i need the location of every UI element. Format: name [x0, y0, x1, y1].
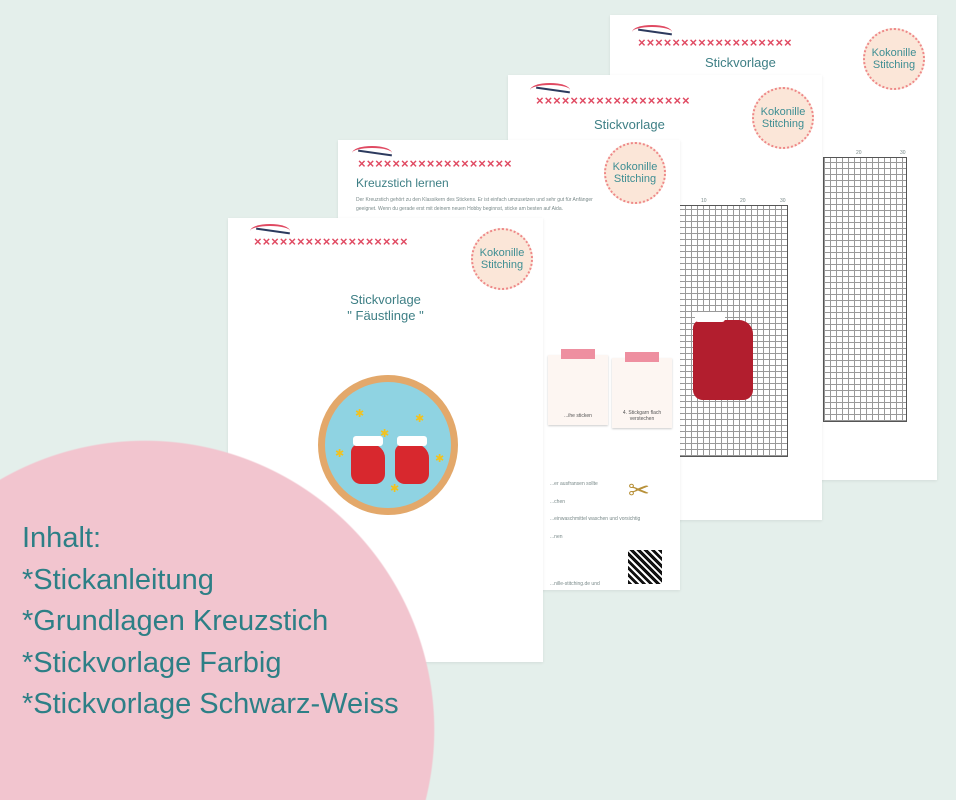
needle-icon — [352, 146, 392, 160]
cross-stitch-border: ×××××××××××××××××× — [358, 156, 513, 171]
step-photo: ...ihe sticken — [548, 349, 608, 425]
content-item: *Stickvorlage Farbig — [22, 646, 282, 679]
content-item: *Stickvorlage Schwarz-Weiss — [22, 688, 399, 720]
needle-icon — [530, 83, 570, 97]
step-photo: 4. Stickgarn flach verstechen — [612, 352, 672, 428]
content-heading: Inhalt: — [22, 522, 101, 554]
pattern-grid-bw — [823, 157, 907, 422]
mitten-pattern — [693, 312, 753, 400]
pink-circle — [0, 440, 435, 800]
page-title: Kreuzstich lernen — [356, 176, 449, 190]
scissors-icon: ✂ — [628, 475, 650, 505]
cross-stitch-border: ×××××××××××××××××× — [638, 35, 793, 50]
content-item: *Stickanleitung — [22, 563, 214, 596]
page-title: Stickvorlage — [594, 117, 665, 132]
page-title: Stickvorlage — [705, 55, 776, 70]
page-subtitle: " Fäustlinge " — [347, 308, 424, 323]
needle-icon — [250, 224, 290, 238]
qr-code — [628, 550, 662, 584]
cross-stitch-border: ×××××××××××××××××× — [536, 93, 691, 108]
content-list: Inhalt: *Stickanleitung *Grundlagen Kreu… — [22, 518, 399, 726]
page-title: Stickvorlage — [350, 292, 421, 307]
cross-stitch-border: ×××××××××××××××××× — [254, 234, 409, 249]
content-item: *Grundlagen Kreuzstich — [22, 605, 329, 637]
needle-icon — [632, 25, 672, 39]
